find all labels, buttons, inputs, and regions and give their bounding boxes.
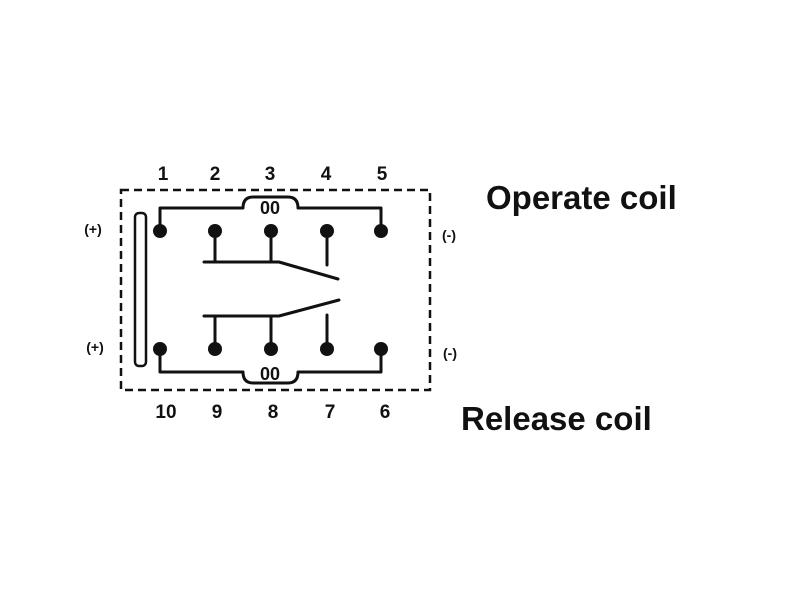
pin-label-bottom: 10	[155, 402, 176, 423]
operate-coil-label: Operate coil	[486, 179, 677, 216]
polarity-bottom-left: (+)	[86, 339, 104, 355]
pin-label-top: 3	[265, 164, 276, 185]
pin-label-top: 2	[210, 164, 221, 185]
top-switch-arm	[202, 260, 340, 281]
terminal-9	[208, 342, 222, 356]
pin-label-bottom: 6	[380, 402, 391, 423]
pin-label-bottom: 8	[268, 402, 279, 423]
left-latch-bracket	[133, 211, 148, 368]
polarity-bottom-right: (-)	[443, 345, 457, 361]
relay-package-outline	[119, 188, 432, 392]
pin-label-bottom: 7	[325, 402, 336, 423]
polarity-top-left: (+)	[84, 221, 102, 237]
terminal-4	[320, 224, 334, 238]
pin-label-top: 1	[158, 164, 169, 185]
release-coil-wire	[158, 347, 383, 385]
terminal-7	[320, 342, 334, 356]
pin-label-top: 5	[377, 164, 388, 185]
terminal-2	[208, 224, 222, 238]
pin-label-bottom: 9	[212, 402, 223, 423]
terminal-8	[264, 342, 278, 356]
terminal-6	[374, 342, 388, 356]
bottom-switch-arm	[202, 298, 341, 318]
polarity-top-right: (-)	[442, 227, 456, 243]
terminal-10	[153, 342, 167, 356]
terminal-5	[374, 224, 388, 238]
release-coil-symbol: 00	[260, 364, 280, 384]
release-coil-label: Release coil	[461, 400, 652, 437]
terminal-1	[153, 224, 167, 238]
operate-coil-wire	[158, 195, 383, 233]
pin-label-top: 4	[321, 164, 332, 185]
terminal-3	[264, 224, 278, 238]
operate-coil-symbol: 00	[260, 198, 280, 218]
